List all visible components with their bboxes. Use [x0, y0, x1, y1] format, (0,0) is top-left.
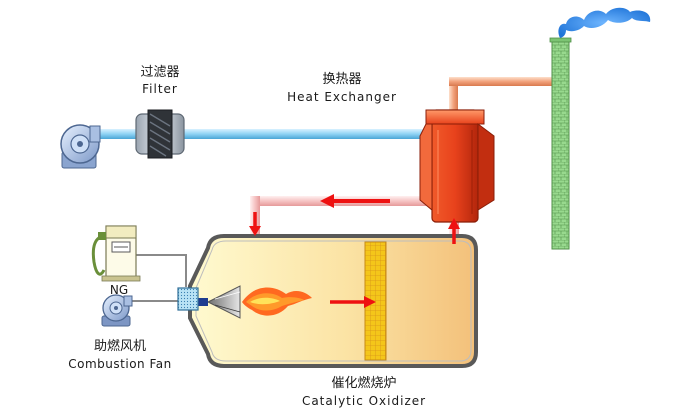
filter-label-en: Filter [142, 82, 178, 96]
combustion-fan-label-en: Combustion Fan [68, 357, 171, 371]
fuel-line [130, 254, 187, 302]
ng-label: NG [110, 283, 128, 297]
flow-arrow-up-outlet [448, 218, 460, 244]
catalytic-oxidizer-label-en: Catalytic Oxidizer [302, 394, 426, 408]
filter-label-cn: 过滤器 [140, 65, 179, 80]
chimney-stack [549, 37, 572, 250]
catalytic-oxidizer-label-cn: 催化燃烧炉 [331, 375, 396, 391]
smoke-plume [558, 7, 651, 39]
heat-exchanger-label-cn: 换热器 [322, 72, 361, 87]
natural-gas-pump-icon [91, 225, 141, 282]
inlet-fan-icon [60, 124, 101, 169]
filter-icon [135, 109, 185, 159]
mixer-box [177, 287, 199, 311]
inlet-air-pipe [92, 129, 442, 139]
flow-arrow-return [320, 194, 390, 208]
combustion-fan-icon [101, 294, 133, 327]
burner-flame-icon [242, 287, 312, 316]
flow-arrow-down-inlet [249, 212, 261, 236]
burner-nozzle-icon [198, 285, 241, 319]
heat-exchanger-label-en: Heat Exchanger [287, 90, 397, 104]
exhaust-pipe [449, 77, 557, 112]
heat-exchanger-icon [419, 109, 495, 223]
flow-arrow-oxidizer [330, 296, 376, 308]
combustion-fan-label-cn: 助燃风机 [94, 338, 146, 354]
